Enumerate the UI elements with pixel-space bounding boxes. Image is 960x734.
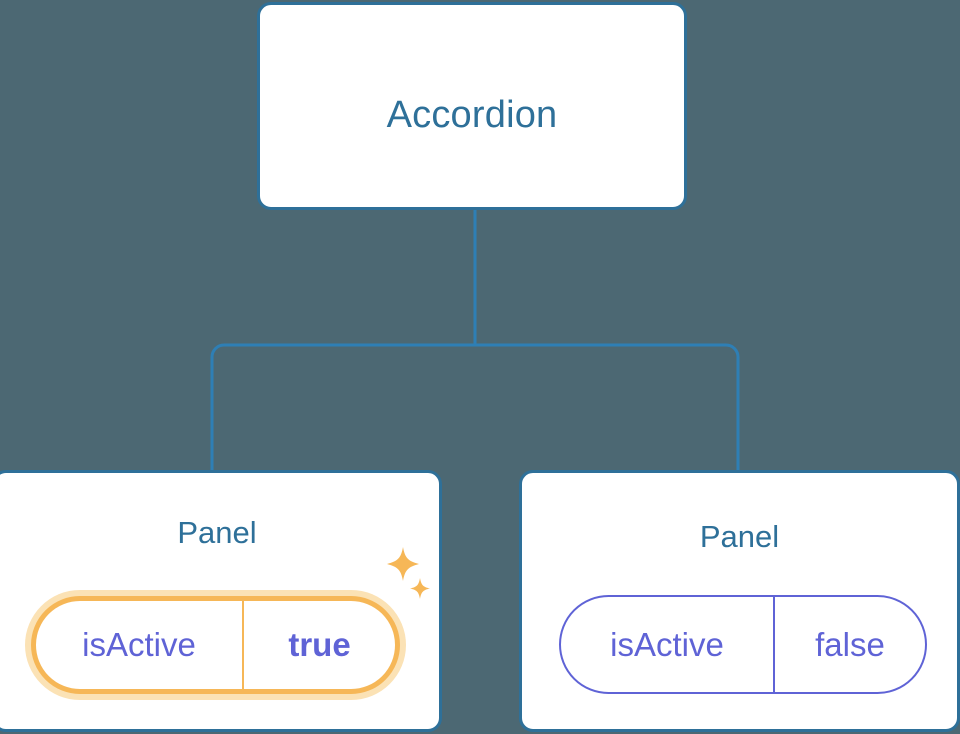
- prop-value-label: true: [288, 626, 351, 663]
- node-panel-left[interactable]: Panel isActive true: [0, 470, 442, 732]
- node-panel-right[interactable]: Panel isActive false: [519, 470, 960, 732]
- prop-pill-isactive-false[interactable]: isActive false: [559, 595, 927, 694]
- node-panel-left-title: Panel: [177, 515, 257, 550]
- edge-branch-bar: [210, 343, 740, 470]
- prop-pill-isactive-true[interactable]: isActive true: [25, 590, 406, 700]
- prop-key-label: isActive: [36, 601, 244, 689]
- prop-key-label: isActive: [561, 597, 775, 692]
- node-accordion[interactable]: Accordion: [257, 2, 687, 210]
- node-accordion-title: Accordion: [386, 94, 558, 136]
- prop-value-label: false: [815, 625, 885, 663]
- node-panel-right-title: Panel: [699, 519, 780, 554]
